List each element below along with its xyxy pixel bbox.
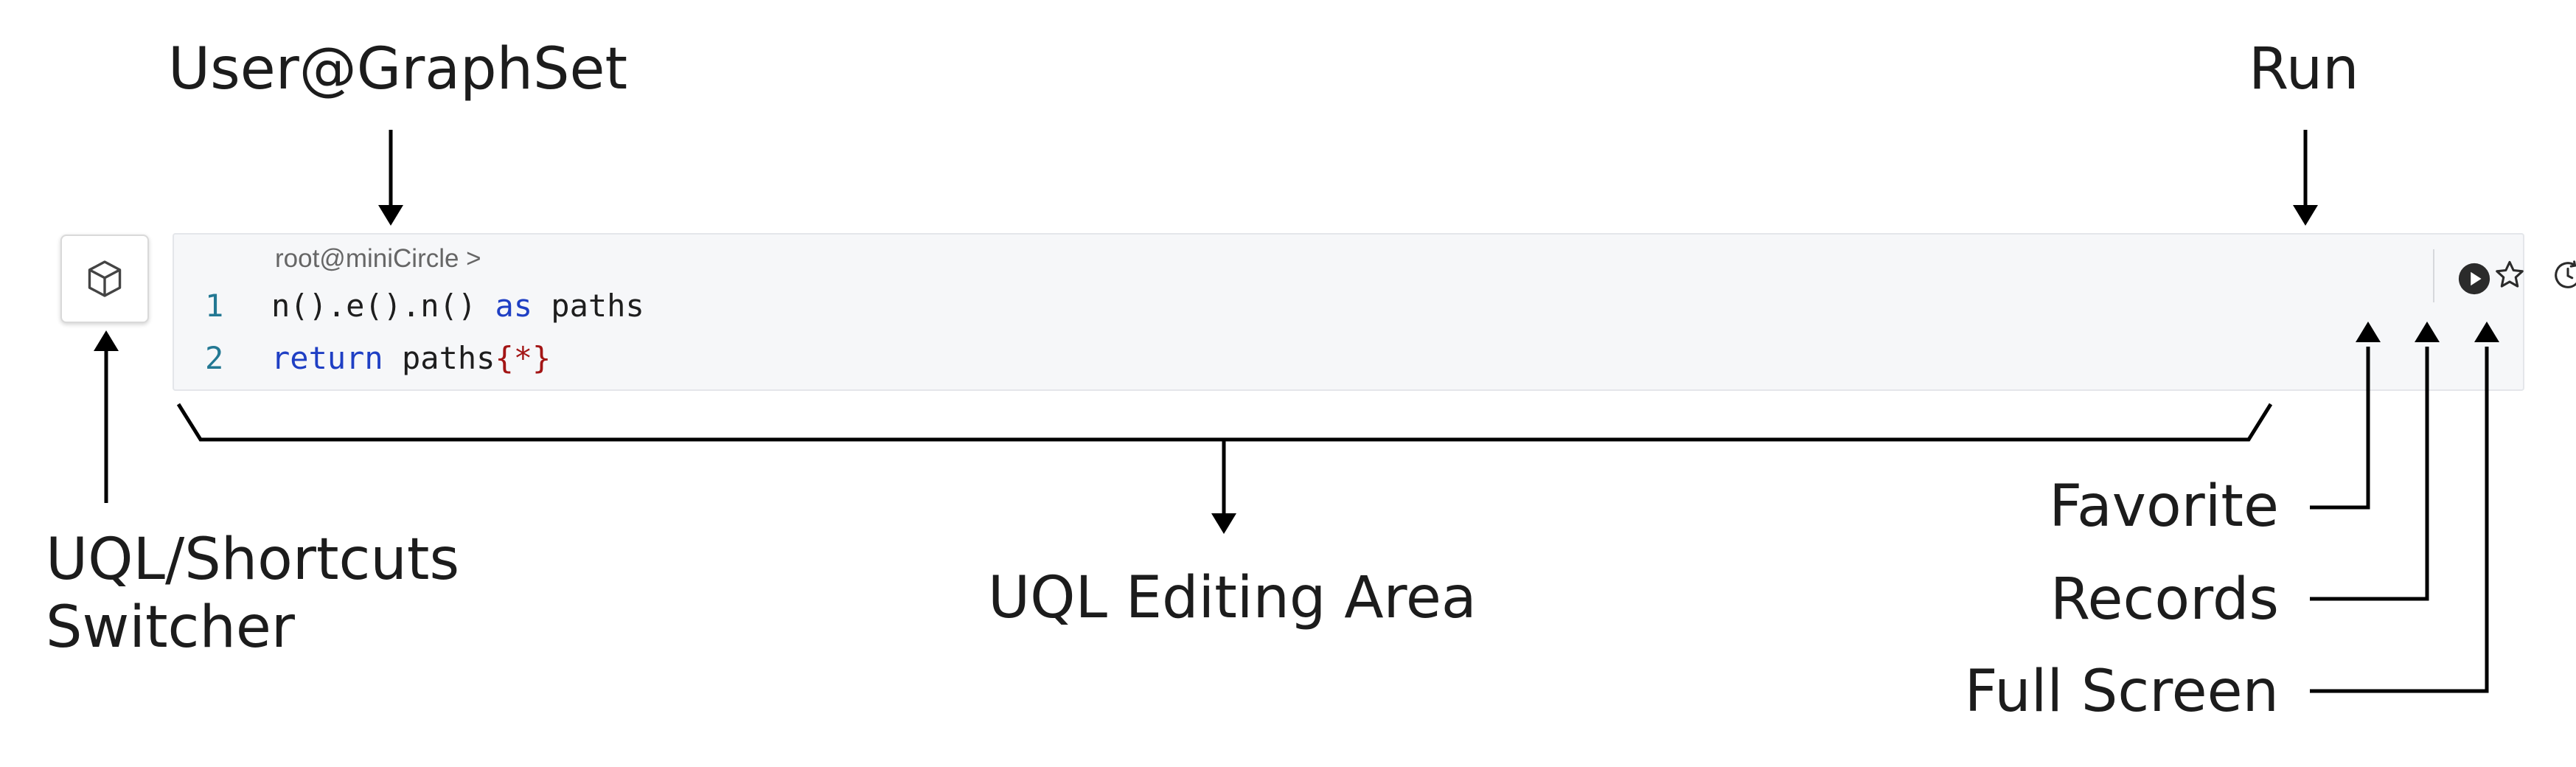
code-brace: {*} xyxy=(495,340,551,376)
uql-editor[interactable]: root@miniCircle > 1 n().e().n() as paths… xyxy=(173,233,2524,391)
code-keyword: as xyxy=(495,288,533,324)
code-token: paths xyxy=(383,340,495,376)
favorite-star-icon xyxy=(2496,260,2524,288)
code-token: paths xyxy=(532,288,644,324)
run-button[interactable] xyxy=(2452,257,2496,301)
code-keyword: return xyxy=(271,340,383,376)
line-number: 2 xyxy=(205,340,224,376)
annotation-user-graphset: User@GraphSet xyxy=(168,36,628,103)
favorite-button[interactable] xyxy=(2488,253,2532,297)
uql-shortcuts-switcher-button[interactable] xyxy=(60,235,149,323)
cube-icon xyxy=(88,260,122,297)
records-history-icon xyxy=(2555,260,2576,288)
annotation-full-screen: Full Screen xyxy=(1964,659,2279,725)
code-token: n().e().n() xyxy=(271,288,495,324)
annotation-editing-area: UQL Editing Area xyxy=(988,565,1477,631)
user-graphset-prompt: root@miniCircle > xyxy=(275,244,481,273)
leader-favorite xyxy=(2310,347,2370,510)
run-icon xyxy=(2458,263,2490,295)
line-number: 1 xyxy=(205,288,224,324)
annotation-run: Run xyxy=(2249,36,2359,103)
records-button[interactable] xyxy=(2546,253,2576,297)
code-text[interactable]: n().e().n() as paths xyxy=(271,280,644,332)
leader-records xyxy=(2310,347,2429,601)
annotation-favorite: Favorite xyxy=(2049,473,2279,540)
annotation-records: Records xyxy=(2050,566,2279,633)
code-text[interactable]: return paths{*} xyxy=(271,333,551,384)
annotation-switcher: UQL/Shortcuts Switcher xyxy=(46,527,460,661)
leader-full-screen xyxy=(2310,347,2489,693)
toolbar-divider xyxy=(2433,249,2434,302)
editing-area-brace xyxy=(176,403,2273,442)
